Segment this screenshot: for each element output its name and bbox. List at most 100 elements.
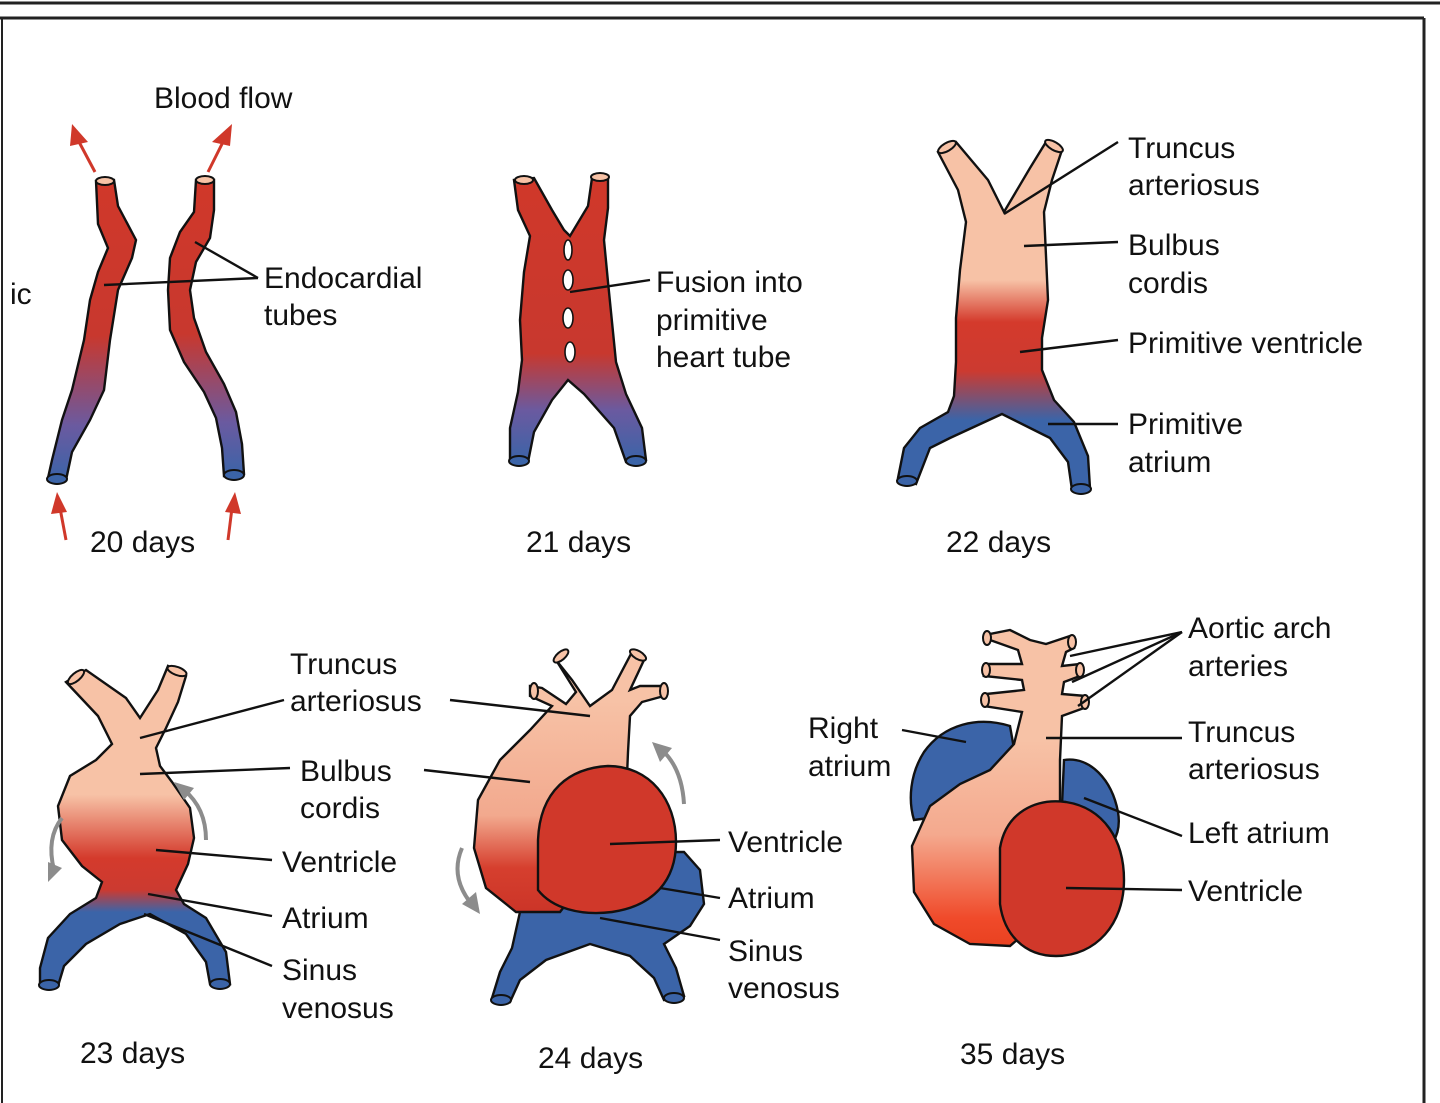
p22-bottom-left-opening [896, 475, 918, 487]
leader-p23-bulbus [139, 766, 291, 776]
leader-p24-bulbus [423, 768, 531, 784]
label-p23-atrium: Atrium [282, 902, 369, 935]
p24-bottom-left-opening [490, 994, 512, 1006]
label-p23-venosus: venosus [282, 992, 394, 1025]
label-p23-ventricle: Ventricle [282, 846, 397, 879]
tube-right-top-opening [195, 175, 215, 185]
fused-bottom-right-opening [625, 455, 647, 467]
label-p35-atrium: atrium [808, 750, 891, 783]
arch-opening-2 [981, 662, 991, 678]
arch-opening-4 [1067, 634, 1077, 650]
arrowhead-left-out [70, 124, 88, 146]
label-p22-atrium: atrium [1128, 446, 1211, 479]
label-p22-cordis: cordis [1128, 267, 1208, 300]
rotation-arrow-24-right [662, 750, 686, 805]
panel-20-days: Blood flow Endocardial tubes 20 days [46, 82, 422, 559]
label-tubes: tubes [264, 299, 337, 332]
p23-bottom-right-opening [209, 978, 231, 990]
leader-p23-atrium [147, 892, 273, 918]
stage-label-23-days: 23 days [80, 1037, 185, 1070]
label-primitive: primitive [656, 304, 768, 337]
ventricle-24 [536, 764, 678, 915]
label-heart-tube: heart tube [656, 341, 791, 374]
leader-p35-right-atrium [901, 728, 967, 744]
rotation-arrowhead-24-left [462, 892, 480, 914]
leader-p35-ventricle [1065, 886, 1183, 892]
label-p23-bulbus: Bulbus [300, 755, 392, 788]
label-p24-atrium: Atrium [728, 882, 815, 915]
inflow-arrow-left [58, 507, 68, 541]
label-p35-aortic-arch: Aortic arch [1188, 612, 1331, 645]
arch-opening-5 [1075, 662, 1085, 678]
stage-label-35-days: 35 days [960, 1038, 1065, 1071]
label-p23-cordis: cordis [300, 792, 380, 825]
fused-bottom-left-opening [508, 455, 530, 467]
primitive-heart-tube [896, 140, 1092, 492]
p22-top-left-opening [937, 139, 957, 155]
arrowhead-right-out [212, 124, 232, 146]
stage-label-24-days: 24 days [538, 1042, 643, 1075]
outflow-arrow-right [206, 139, 226, 173]
endocardial-tube-left [46, 178, 138, 482]
arch-opening-1 [982, 630, 992, 646]
fusion-gap-2 [562, 269, 574, 291]
panel-35-days: Aortic arch arteries Right atrium Truncu… [808, 612, 1331, 1071]
ventricle-35 [998, 800, 1126, 958]
stage-label-20-days: 20 days [90, 526, 195, 559]
arch-opening-3 [980, 692, 990, 708]
looping-heart-tube [38, 664, 232, 988]
label-p22-arteriosus: arteriosus [1128, 169, 1260, 202]
leader-p22-truncus [1003, 140, 1119, 216]
panel-24-days: Ventricle Atrium Sinus venosus 24 days [423, 648, 843, 1075]
endocardial-tube-right [166, 178, 246, 478]
label-p35-ventricle: Ventricle [1188, 875, 1303, 908]
p24-bottom-right-opening [663, 992, 685, 1004]
label-p35-left-atrium: Left atrium [1188, 817, 1330, 850]
leader-aortic-3 [1077, 631, 1183, 707]
tube-right-bottom-opening [223, 469, 245, 481]
fusion-gap-3 [562, 307, 574, 329]
label-p35-arteries: arteries [1188, 650, 1288, 683]
outflow-arrow-left [76, 139, 97, 173]
label-p24-ventricle: Ventricle [728, 826, 843, 859]
leader-fusion [569, 278, 651, 294]
label-p22-primitive-ventricle: Primitive ventricle [1128, 327, 1363, 360]
label-p24-venosus: venosus [728, 972, 840, 1005]
label-p35-truncus: Truncus [1188, 716, 1295, 749]
p24-side-right-opening [659, 682, 669, 700]
leader-p23-truncus [139, 698, 285, 740]
p24-top-left-opening [552, 648, 570, 664]
stage-label-21-days: 21 days [526, 526, 631, 559]
leader-endocardial-right [194, 240, 259, 280]
stage-label-22-days: 22 days [946, 526, 1051, 559]
tube-left-top-opening [95, 176, 115, 186]
label-p22-primitive: Primitive [1128, 408, 1243, 441]
leader-p22-bulbus [1023, 240, 1119, 248]
rotation-arrowhead-24-right [652, 742, 672, 762]
p23-top-left-opening [66, 668, 86, 686]
cut-off-label: ic [10, 278, 32, 311]
fusing-heart-tube [508, 174, 648, 464]
label-p23-sinus: Sinus [282, 954, 357, 987]
label-blood-flow: Blood flow [154, 82, 293, 115]
label-p35-arteriosus: arteriosus [1188, 753, 1320, 786]
p24-side-left-opening [529, 682, 539, 700]
leader-endocardial-left [103, 276, 259, 287]
leader-p35-left-atrium [1083, 796, 1183, 838]
p22-top-right-opening [1044, 138, 1064, 154]
leader-aortic-2 [1071, 630, 1183, 684]
leader-p24-atrium [659, 886, 721, 900]
rotation-arrow-24-left [455, 847, 472, 904]
p22-bottom-right-opening [1070, 483, 1092, 495]
arrowhead-right-in [225, 492, 241, 514]
label-p22-truncus: Truncus [1128, 132, 1235, 165]
p24-top-right-opening [628, 648, 648, 662]
fusion-gap-1 [563, 239, 573, 261]
leader-p23-sinus [143, 912, 273, 968]
fusion-gap-4 [564, 341, 576, 363]
inflow-arrow-right [226, 507, 234, 541]
panel-21-days: Fusion into primitive heart tube 21 days [508, 172, 803, 559]
p23-bottom-left-opening [38, 979, 60, 991]
p23-top-right-opening [166, 664, 188, 678]
